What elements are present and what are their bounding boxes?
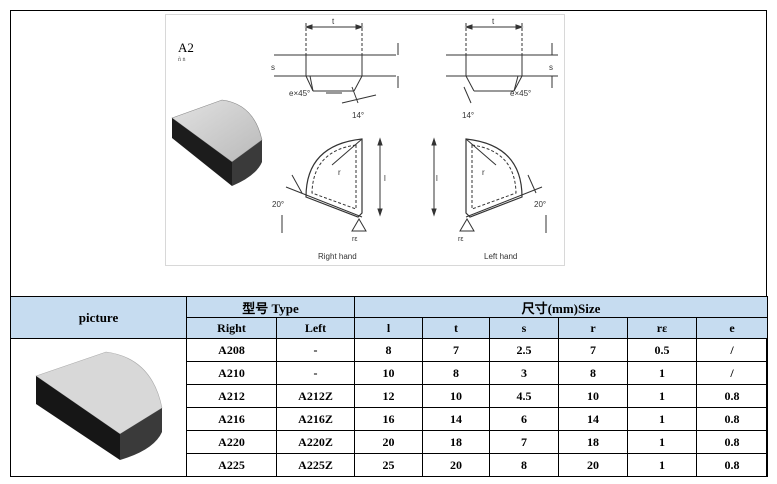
angle20-right: 20° [272, 200, 284, 209]
cell: 2.5 [489, 338, 559, 362]
cell: 6 [489, 407, 559, 431]
cell: 0.8 [695, 384, 769, 408]
outer-frame [10, 10, 767, 477]
cell: 0.8 [695, 430, 769, 454]
dim-l-right: l [384, 174, 386, 183]
cell: A212 [186, 384, 277, 408]
dim-r-left: r [482, 168, 485, 177]
cell: 1 [627, 430, 697, 454]
cell: 1 [627, 361, 697, 385]
dim-re-left: rε [458, 236, 463, 243]
cell: 10 [422, 384, 490, 408]
cell: A212Z [276, 384, 355, 408]
col-t: t [422, 317, 490, 339]
size-header: 尺寸(mm)Size [353, 296, 769, 318]
cell: 3 [489, 361, 559, 385]
dim-l-left: l [436, 174, 438, 183]
angle20-left: 20° [534, 200, 546, 209]
cell: 16 [354, 407, 423, 431]
cell: 1 [627, 453, 697, 477]
header-row-2: Right Left l t s r rε e [11, 317, 769, 339]
cell: 8 [354, 338, 423, 362]
header-row-1: picture 型号 Type 尺寸(mm)Size [10, 296, 769, 339]
dim-re-right: rε [352, 236, 357, 243]
cell: 14 [558, 407, 628, 431]
cell: 0.5 [627, 338, 697, 362]
insert-photo-icon [34, 351, 162, 460]
drawing-svg: t s e×45° 14° t [271, 17, 558, 261]
side-view-right: t s e×45° 14° [271, 17, 399, 120]
angle14-right: 14° [352, 111, 364, 120]
chamfer-right: e×45° [289, 89, 310, 98]
cell: A208 [186, 338, 277, 362]
col-s: s [489, 317, 559, 339]
cell: A216 [186, 407, 277, 431]
cell: 18 [422, 430, 490, 454]
table-row: A212 A212Z 12 10 4.5 10 1 0.8 [11, 384, 769, 408]
model-sublabel: ñ ṅ [178, 57, 186, 63]
side-view-left: t e×45° 14° s [446, 17, 558, 120]
cell: 7 [558, 338, 628, 362]
cell: 8 [422, 361, 490, 385]
dim-t-right: t [332, 17, 335, 26]
top-view-right-hand: r l 20° rε Right hand [272, 137, 386, 261]
cell: 12 [354, 384, 423, 408]
cell: 10 [354, 361, 423, 385]
cell: A220 [186, 430, 277, 454]
cell: 0.8 [695, 407, 769, 431]
cell: 18 [558, 430, 628, 454]
right-hand-caption: Right hand [318, 252, 357, 261]
col-e: e [695, 317, 769, 339]
cell: A225 [186, 453, 277, 477]
model-label: A2 [178, 40, 194, 55]
cell: 10 [558, 384, 628, 408]
cell: - [276, 338, 355, 362]
left-hand-caption: Left hand [484, 252, 517, 261]
cell: 8 [489, 453, 559, 477]
table-row: A216 A216Z 16 14 6 14 1 0.8 [11, 407, 769, 431]
picture-header: picture [10, 296, 187, 339]
spec-table: picture 型号 Type 尺寸(mm)Size Right Left l … [10, 296, 769, 477]
col-r: r [558, 317, 628, 339]
cell: 7 [489, 430, 559, 454]
cell: A225Z [276, 453, 355, 477]
col-re: rε [627, 317, 697, 339]
col-right: Right [186, 317, 277, 339]
col-left: Left [276, 317, 355, 339]
picture-cell [10, 338, 187, 477]
type-header: 型号 Type [186, 296, 355, 318]
cell: 1 [627, 384, 697, 408]
cell: 20 [422, 453, 490, 477]
table-row: A208 - 8 7 2.5 7 0.5 / [10, 338, 769, 477]
cell: / [695, 361, 769, 385]
insert-3d-icon [171, 99, 263, 186]
dim-s-left: s [549, 63, 553, 72]
cell: 7 [422, 338, 490, 362]
cell: - [276, 361, 355, 385]
table-row: A220 A220Z 20 18 7 18 1 0.8 [11, 430, 769, 454]
cell: A216Z [276, 407, 355, 431]
cell: 8 [558, 361, 628, 385]
col-l: l [354, 317, 423, 339]
cell: 20 [354, 430, 423, 454]
table-row: A225 A225Z 25 20 8 20 1 0.8 [11, 453, 769, 477]
cell: A210 [186, 361, 277, 385]
top-view-left-hand: r l 20° rε Left hand [431, 137, 547, 261]
cell: 0.8 [695, 453, 769, 477]
dim-t-left: t [492, 17, 495, 26]
cell: 20 [558, 453, 628, 477]
chamfer-left: e×45° [510, 89, 531, 98]
dim-s-right: s [271, 63, 275, 72]
cell: / [695, 338, 769, 362]
cell: 14 [422, 407, 490, 431]
dim-r-right: r [338, 168, 341, 177]
cell: 1 [627, 407, 697, 431]
cell: 4.5 [489, 384, 559, 408]
cell: A220Z [276, 430, 355, 454]
angle14-left: 14° [462, 111, 474, 120]
cell: 25 [354, 453, 423, 477]
